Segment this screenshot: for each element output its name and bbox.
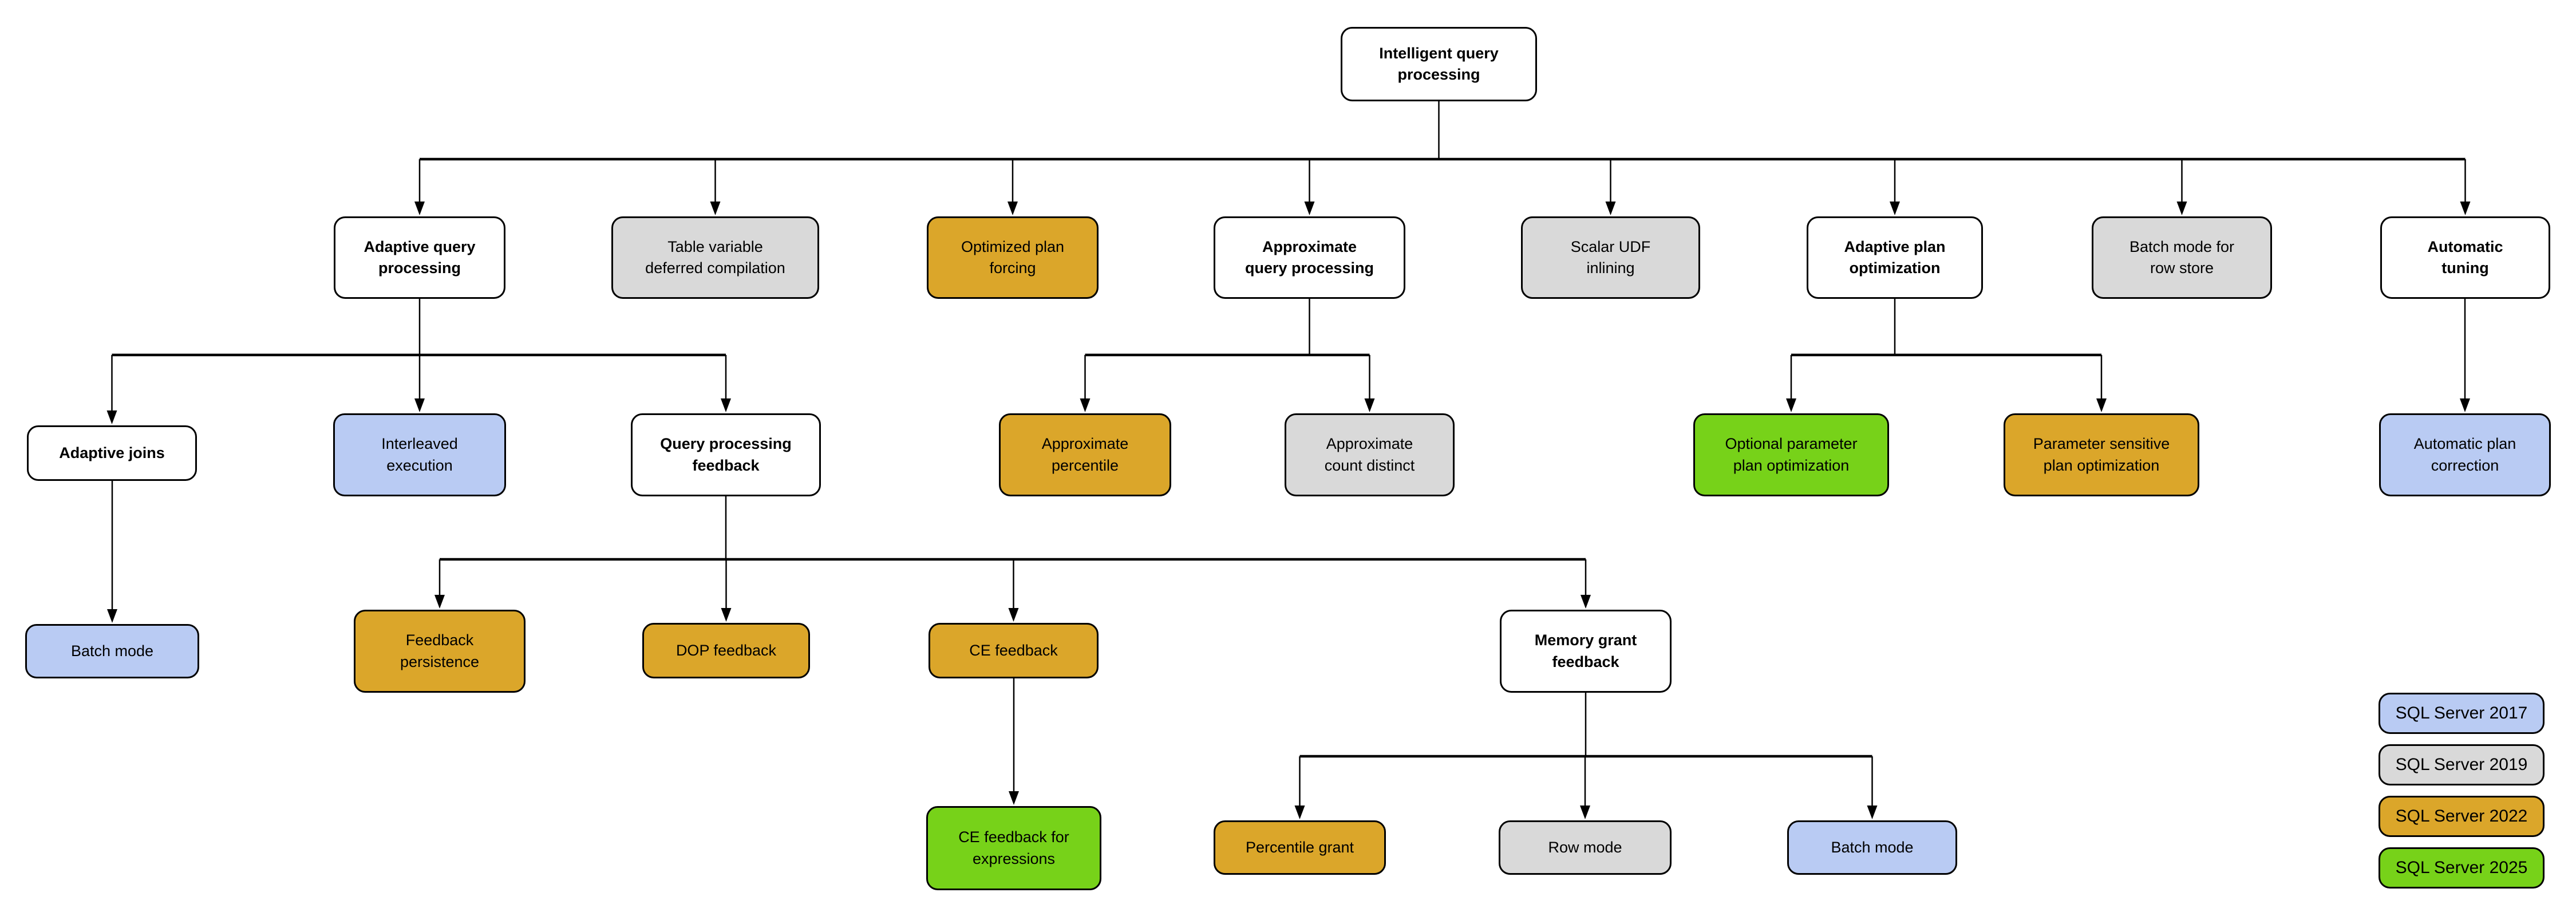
arrowhead-icon xyxy=(721,608,732,622)
node-interleaved-execution: Interleaved execution xyxy=(333,413,506,496)
arrowhead-icon xyxy=(1080,398,1091,412)
arrowhead-icon xyxy=(1786,398,1796,412)
legend-item-sql2019: SQL Server 2019 xyxy=(2379,744,2545,785)
arrowhead-icon xyxy=(107,609,117,623)
arrowhead-icon xyxy=(2176,202,2187,215)
arrowhead-icon xyxy=(1890,202,1900,215)
arrowhead-icon xyxy=(1605,202,1616,215)
legend-item-sql2022: SQL Server 2022 xyxy=(2379,796,2545,837)
node-optimized-plan-forcing: Optimized plan forcing xyxy=(927,216,1099,299)
node-approximate-percentile: Approximate percentile xyxy=(999,413,1171,496)
node-ce-feedback: CE feedback xyxy=(929,623,1099,678)
node-automatic-tuning: Automatic tuning xyxy=(2380,216,2550,299)
node-adaptive-query-processing: Adaptive query processing xyxy=(334,216,505,299)
node-adaptive-joins: Adaptive joins xyxy=(27,425,197,481)
arrowhead-icon xyxy=(414,202,425,215)
node-intelligent-query-processing: Intelligent query processing xyxy=(1341,27,1537,101)
arrowhead-icon xyxy=(2460,398,2470,412)
arrowhead-icon xyxy=(1580,806,1590,819)
node-approximate-query-processing: Approximate query processing xyxy=(1214,216,1405,299)
arrowhead-icon xyxy=(1008,608,1019,622)
arrowhead-icon xyxy=(1008,202,1018,215)
arrowhead-icon xyxy=(1581,595,1591,609)
node-automatic-plan-correction: Automatic plan correction xyxy=(2379,413,2551,496)
node-feedback-persistence: Feedback persistence xyxy=(354,610,526,693)
arrowhead-icon xyxy=(106,410,117,424)
arrowhead-icon xyxy=(1867,806,1878,819)
node-scalar-udf-inlining: Scalar UDF inlining xyxy=(1521,216,1700,299)
node-table-variable-deferred-compilation: Table variable deferred compilation xyxy=(611,216,819,299)
node-ce-feedback-for-expressions: CE feedback for expressions xyxy=(926,806,1101,890)
arrowhead-icon xyxy=(710,202,721,215)
arrowhead-icon xyxy=(434,595,445,609)
arrowhead-icon xyxy=(721,398,731,412)
node-adaptive-plan-optimization: Adaptive plan optimization xyxy=(1807,216,1983,299)
arrowhead-icon xyxy=(1304,202,1315,215)
arrowhead-icon xyxy=(1009,791,1019,805)
legend-item-sql2017: SQL Server 2017 xyxy=(2379,693,2545,734)
node-batch-mode-for-row-store: Batch mode for row store xyxy=(2092,216,2272,299)
arrowhead-icon xyxy=(2096,398,2107,412)
arrowhead-icon xyxy=(1364,398,1375,412)
arrowhead-icon xyxy=(2460,202,2471,215)
node-parameter-sensitive-plan-optimization: Parameter sensitive plan optimization xyxy=(2004,413,2199,496)
node-percentile-grant: Percentile grant xyxy=(1214,820,1386,875)
node-approximate-count-distinct: Approximate count distinct xyxy=(1285,413,1455,496)
node-optional-parameter-plan-optimization: Optional parameter plan optimization xyxy=(1693,413,1889,496)
node-row-mode: Row mode xyxy=(1499,820,1672,875)
node-memory-grant-feedback: Memory grant feedback xyxy=(1500,610,1672,693)
node-query-processing-feedback: Query processing feedback xyxy=(631,413,821,496)
node-batch-mode-memory-grant: Batch mode xyxy=(1787,820,1957,875)
arrowhead-icon xyxy=(1294,806,1305,819)
arrowhead-icon xyxy=(414,398,425,412)
node-dop-feedback: DOP feedback xyxy=(642,623,810,678)
node-batch-mode-adaptive-joins: Batch mode xyxy=(25,624,199,678)
legend-item-sql2025: SQL Server 2025 xyxy=(2379,847,2545,889)
